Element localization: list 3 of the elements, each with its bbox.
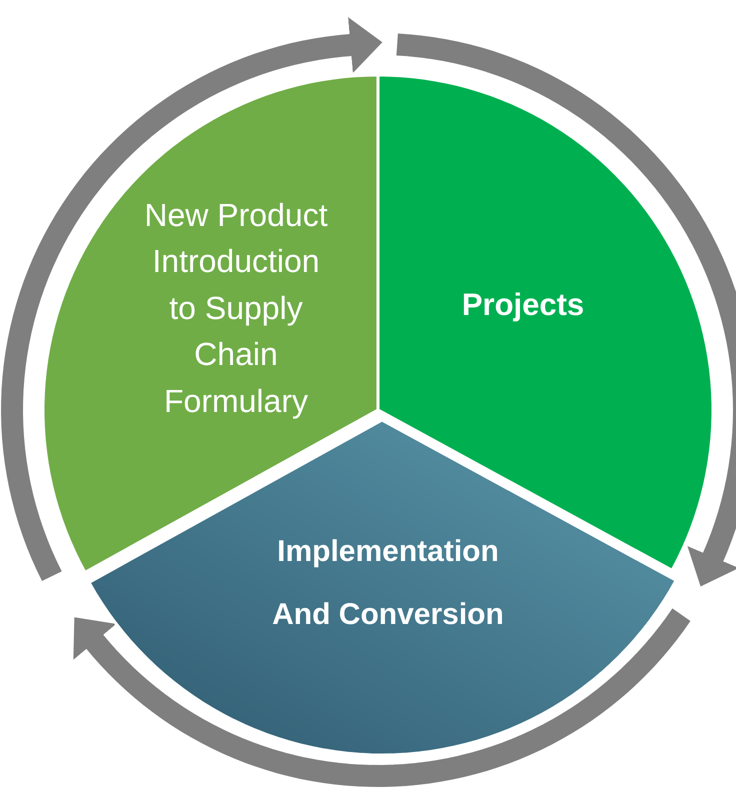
segment-label: Implementation And Conversion [271, 534, 505, 633]
segment-label: Projects [460, 286, 586, 324]
segment-label: New Product Introduction to Supply Chain Formulary [143, 196, 329, 421]
